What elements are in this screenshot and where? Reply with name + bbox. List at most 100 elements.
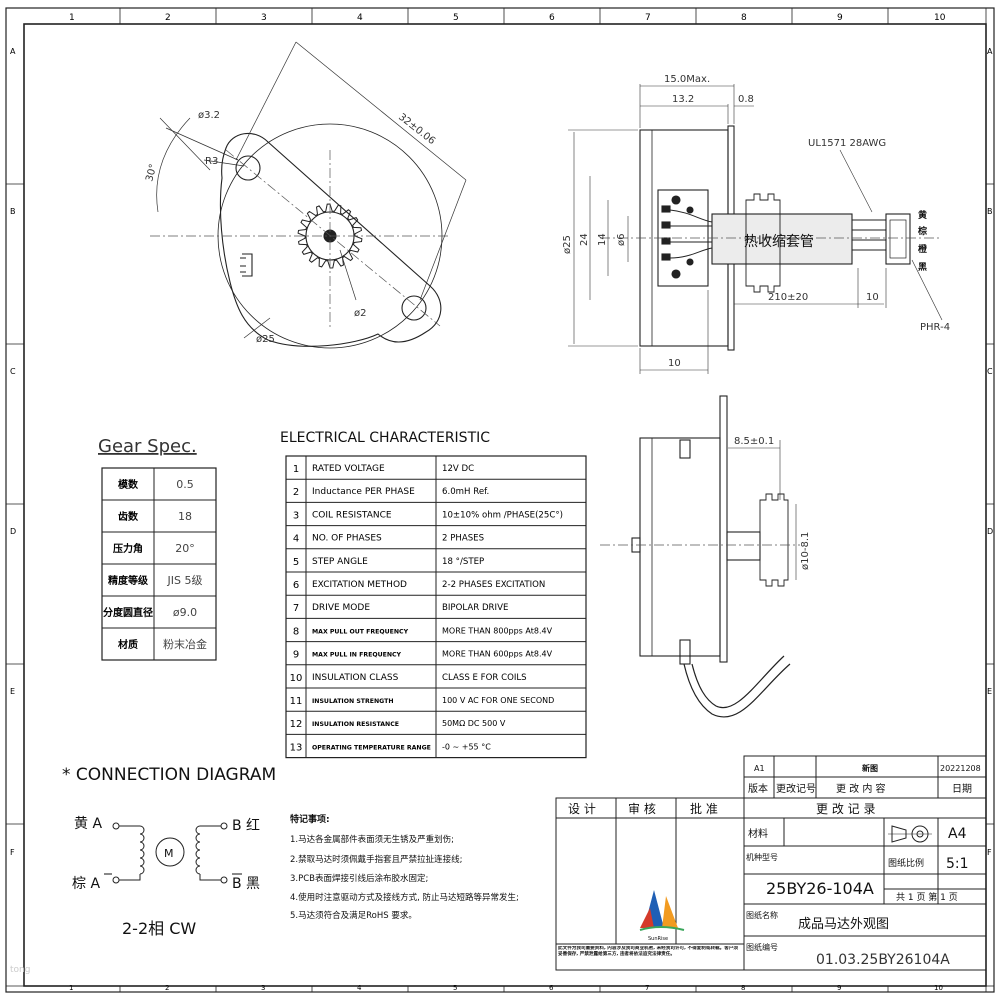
gear-spec-title: Gear Spec. [98,436,197,457]
elec-row-no: 13 [290,742,303,753]
side-view-dimensions: 15.0Max. 13.2 0.8 ø25 24 14 ø6 210±20 10… [562,74,950,369]
elec-row-item: DRIVE MODE [312,603,370,613]
logo-text: SunRise [648,936,668,942]
zone-col-bottom: 9 [837,984,841,992]
zone-col-bottom: 6 [549,984,554,992]
elec-row-item: OPERATING TEMPERATURE RANGE [312,744,431,751]
zone-row-left: A [10,47,16,56]
gear-spec-value: 0.5 [176,478,194,491]
elec-row-value: CLASS E FOR COILS [442,673,527,683]
elec-row-value: 10±10% ohm /PHASE(25C°) [442,510,563,520]
zone-row-left: B [10,207,16,216]
rev-header-version: 版本 [748,782,768,795]
wire-spec-label: UL1571 28AWG [808,138,886,149]
conn-label-b-bar: B 黑 [232,876,260,892]
zone-col-top: 8 [741,13,747,23]
dim-body-dia: ø25 [256,334,275,345]
zone-col-bottom: 10 [934,984,943,992]
gear-spec-value: ø9.0 [173,606,197,619]
paper-size: A4 [948,826,967,842]
note-2: 2.禁取马达时须佩戴手指套且严禁拉扯连接线; [290,854,462,865]
zone-row-left: C [10,367,16,376]
sleeve-label: 热收缩套管 [744,234,814,250]
gear-spec-label: 模数 [118,478,139,491]
projection-symbol [888,825,932,843]
elec-row-item: MAX PULL OUT FREQUENCY [312,628,409,635]
elec-row-value: 50MΩ DC 500 V [442,719,506,728]
heat-shrink-sleeve [711,213,853,265]
conn-label-b: B 红 [232,818,260,834]
conn-label-a: 黄 A [74,815,102,832]
elec-row-no: 3 [293,510,299,521]
gear-view-dimensions: 8.5±0.1 ø10-8.1 [734,436,811,570]
dim-wire-len: 210±20 [768,292,808,303]
gear-spec-value: 粉末冶金 [163,637,207,651]
watermark: tong [10,965,30,975]
dim-block-width: 10 [668,358,681,369]
drawing-number: 01.03.25BY26104A [816,952,950,968]
zone-col-bottom: 2 [165,984,169,992]
zone-row-right: A [987,47,993,56]
dim-pin-dia: ø2 [354,308,366,319]
note-1: 1.马达各金属部件表面须无生锈及严重划伤; [290,834,454,845]
note-5: 5.马达须符合及满足RoHS 要求。 [290,910,417,921]
zone-row-left: D [10,527,16,536]
connector-label: PHR-4 [920,322,950,333]
confidential-notice: 此文件为我司重要资料, 内容涉及我司商业机密, 未经我司许可, 不得复制或转载。… [558,946,739,957]
zone-row-right: C [987,367,993,376]
wire-color-1: 黄 [918,209,927,221]
front-view-terminals [240,253,253,277]
elec-row-value: BIPOLAR DRIVE [442,603,508,613]
side-view [568,84,943,374]
dim-hole-dia: ø3.2 [198,110,220,121]
elec-row-no: 1 [293,464,299,475]
motor-symbol-label: M [164,847,174,860]
zone-col-top: 3 [261,13,267,23]
dim-strip-len: 10 [866,292,879,303]
pages-label: 共 1 页 第 1 页 [896,891,958,903]
elec-row-item: EXCITATION METHOD [312,580,407,590]
note-4: 4.使用时注意驱动方式及接线方式, 防止马达短路等异常发生; [290,892,519,903]
zone-row-right: F [987,848,992,857]
gear-view-flange [719,395,728,663]
drawing-no-label: 图纸编号 [746,942,778,952]
note-3: 3.PCB表面焊接引线后涂布胶水固定; [290,873,428,884]
zone-row-right: D [987,527,993,536]
dim-gear-dia: ø10-8.1 [800,532,811,570]
elec-row-value: 2-2 PHASES EXCITATION [442,580,545,590]
drawing-frame [5,7,995,993]
connection-caption: 2-2相 CW [122,919,196,938]
rev-date: 20221208 [940,764,981,773]
elec-row-item: NO. OF PHASES [312,534,382,544]
zone-row-right: E [987,687,992,696]
gear-spec-value: 20° [175,542,195,555]
elec-row-no: 12 [290,719,303,730]
model-label: 机种型号 [746,852,778,862]
elec-row-value: 100 V AC FOR ONE SECOND [442,696,554,705]
connection-title: * CONNECTION DIAGRAM [62,765,276,785]
dim-body-length: 13.2 [672,94,694,105]
dim-hole-pitch: 32±0.06 [396,112,437,147]
zone-row-right: B [987,207,993,216]
company-logo: SunRise [639,890,685,942]
dim-angle: 30° [144,163,159,183]
gear-spec-value: JIS 5级 [167,574,203,587]
connection-diagram: * CONNECTION DIAGRAM 黄 A 棕 A B 红 B 黑 M 2… [62,765,276,938]
elec-row-value: 18 °/STEP [442,557,484,567]
wire-color-4: 黑 [918,262,927,273]
material-label: 材料 [748,827,768,840]
elec-row-value: MORE THAN 800pps At8.4V [442,626,553,635]
zone-col-top: 10 [934,13,946,23]
motor-symbol [155,837,185,867]
elec-row-item: RATED VOLTAGE [312,464,385,474]
gear-view-cable [683,655,791,718]
gear-spec-label: 精度等级 [108,574,149,587]
elec-row-item: STEP ANGLE [312,557,368,567]
zone-col-bottom: 3 [261,984,265,992]
zone-col-top: 6 [549,13,555,23]
elec-row-no: 9 [293,650,299,661]
title-block-text: A1 新图 20221208 版本 更改记号 更 改 内 容 日期 设 计 审 … [558,763,981,968]
gear-spec-value: 18 [178,510,192,523]
